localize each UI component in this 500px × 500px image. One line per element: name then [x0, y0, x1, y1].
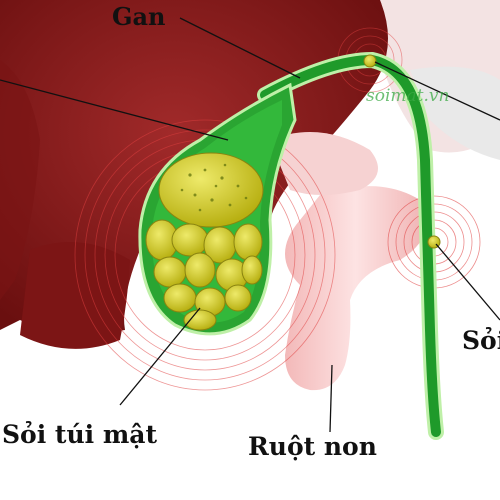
small-intestine	[285, 186, 427, 391]
liver-left-lobe	[0, 60, 40, 300]
small-gallstones	[145, 219, 263, 331]
pointer-left-label	[0, 79, 229, 141]
pointer-top-right	[374, 61, 500, 121]
label-pointers	[0, 17, 500, 433]
bile-duct	[260, 54, 441, 437]
background-organ-right	[410, 66, 500, 160]
large-gallstone	[158, 152, 264, 228]
pointer-gallbladder-stones	[119, 307, 201, 406]
pointer-duct-stone	[435, 243, 500, 321]
pointer-intestine	[329, 364, 333, 433]
duct-stone-top	[363, 54, 377, 68]
watermark: soimat.vn	[366, 86, 450, 106]
pointer-liver	[179, 17, 301, 79]
label-small-intestine: Ruột non	[248, 432, 377, 461]
label-gallbladder-stones: Sỏi túi mật	[2, 420, 158, 449]
label-liver: Gan	[112, 2, 166, 31]
label-duct-stone: Sỏi	[462, 326, 500, 355]
liver-lower-lobe	[20, 242, 130, 349]
small-intestine-top	[270, 132, 378, 195]
